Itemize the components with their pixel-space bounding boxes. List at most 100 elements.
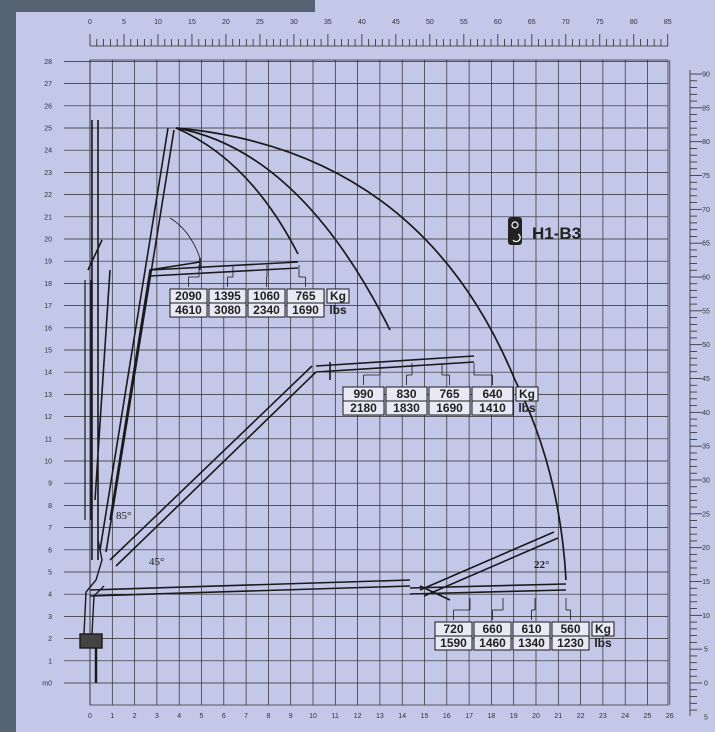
angle-label-85: 85° — [116, 510, 131, 522]
left-tick-label: 10 — [44, 459, 52, 466]
right-tick-label: 15 — [702, 579, 710, 586]
load-lbs-value: 1460 — [479, 636, 506, 650]
top-tick-label: 45 — [392, 19, 400, 26]
right-tick-label: 10 — [702, 613, 710, 620]
bottom-tick-label: 19 — [510, 713, 518, 720]
envelope-arc-2 — [175, 127, 391, 331]
bottom-tick-label: 22 — [577, 713, 585, 720]
left-tick-label: 27 — [44, 81, 52, 88]
load-kg-value: 1395 — [214, 289, 241, 303]
bottom-tick-label: 2 — [133, 713, 137, 720]
right-tick-label: 0 — [704, 681, 708, 688]
load-lbs-cell — [512, 635, 551, 651]
right-tick-label: 90 — [702, 72, 710, 79]
left-tick-label: 19 — [44, 259, 52, 266]
bottom-tick-label: 23 — [599, 713, 607, 720]
load-lbs-cell — [551, 635, 590, 651]
left-height-axis: m012345678910111213141516171819202122232… — [42, 59, 52, 688]
boom-positions — [84, 120, 567, 601]
left-tick-label: 13 — [44, 392, 52, 399]
model-name: H1-B3 — [532, 224, 581, 243]
boom-vertical — [87, 120, 111, 560]
boom-45-jib — [315, 355, 475, 380]
reach-envelope — [169, 127, 567, 581]
right-tick-label: 60 — [702, 275, 710, 282]
bottom-tick-label: 17 — [465, 713, 473, 720]
load-lbs-cell — [428, 400, 471, 416]
left-tick-label: 14 — [44, 370, 52, 377]
top-frame-bar — [0, 0, 315, 12]
load-lbs-value: 1410 — [479, 401, 506, 415]
load-lbs-cell — [473, 635, 512, 651]
angle-label-22: 22° — [534, 559, 549, 571]
bottom-tick-label: 20 — [532, 713, 540, 720]
crane-base — [79, 539, 105, 683]
left-tick-label: 26 — [44, 103, 52, 110]
top-tick-label: 20 — [222, 19, 230, 26]
load-lbs-value: 2340 — [253, 303, 280, 317]
left-tick-label: 5 — [48, 570, 52, 577]
envelope-arc-3 — [175, 127, 516, 381]
load-kg-value: 765 — [295, 289, 315, 303]
load-lbs-value: 4610 — [175, 303, 202, 317]
chart-grid — [64, 59, 671, 706]
bottom-tick-label: 8 — [266, 713, 270, 720]
top-tick-label: 80 — [630, 19, 638, 26]
left-tick-label: 17 — [44, 303, 52, 310]
boom-22-degree — [419, 531, 559, 597]
right-tick-label: 55 — [702, 308, 710, 315]
bottom-tick-label: 5 — [200, 713, 204, 720]
bottom-tick-label: 21 — [554, 713, 562, 720]
load-lbs-value: 2180 — [350, 401, 377, 415]
left-tick-label: 22 — [44, 192, 52, 199]
model-badge: H1-B3 — [508, 217, 581, 245]
top-tick-label: 10 — [154, 19, 162, 26]
right-tick-label: 5 — [704, 647, 708, 654]
right-tick-label: 80 — [702, 139, 710, 146]
angle-arc-85 — [169, 217, 201, 259]
bottom-tick-label: 6 — [222, 713, 226, 720]
right-tick-label: 40 — [702, 410, 710, 417]
bottom-tick-label: 18 — [488, 713, 496, 720]
load-kg-value: 660 — [482, 622, 502, 636]
load-kg-value: 830 — [396, 387, 416, 401]
left-tick-label: 21 — [44, 214, 52, 221]
top-tick-label: 5 — [122, 19, 126, 26]
bottom-tick-label: 0 — [88, 713, 92, 720]
hook-icon-ring — [511, 221, 519, 229]
load-lbs-cell — [169, 302, 208, 318]
top-tick-label: 30 — [290, 19, 298, 26]
left-tick-label: 7 — [48, 525, 52, 532]
left-tick-label: 20 — [44, 237, 52, 244]
unit-lbs-label: lbs — [329, 303, 347, 317]
angle-label-45: 45° — [149, 556, 164, 568]
bottom-tick-label: 14 — [398, 713, 406, 720]
right-tick-label: 35 — [702, 444, 710, 451]
load-kg-value: 990 — [353, 387, 373, 401]
left-tick-label: 9 — [48, 481, 52, 488]
top-tick-label: 70 — [562, 19, 570, 26]
load-kg-value: 765 — [439, 387, 459, 401]
hook-icon-hook — [512, 233, 521, 243]
load-kg-value: 610 — [521, 622, 541, 636]
bottom-tick-label: 3 — [155, 713, 159, 720]
right-tick-label: 70 — [702, 207, 710, 214]
boom-vertical-extension — [84, 280, 92, 520]
bottom-tick-label: 11 — [332, 713, 339, 720]
load-lbs-cell — [286, 302, 325, 318]
top-tick-label: 85 — [664, 19, 672, 26]
top-tick-label: 25 — [256, 19, 264, 26]
left-tick-label: 1 — [48, 658, 52, 665]
load-lbs-cell — [434, 635, 473, 651]
right-tick-label: 85 — [702, 105, 710, 112]
load-lbs-cell — [471, 400, 514, 416]
load-lbs-cell — [342, 400, 385, 416]
top-tick-label: 60 — [494, 19, 502, 26]
left-tick-label: 28 — [44, 59, 52, 66]
left-tick-label: 6 — [48, 547, 52, 554]
bottom-tick-label: 7 — [244, 713, 248, 720]
bottom-tick-label: 16 — [443, 713, 451, 720]
top-tick-label: 50 — [426, 19, 434, 26]
